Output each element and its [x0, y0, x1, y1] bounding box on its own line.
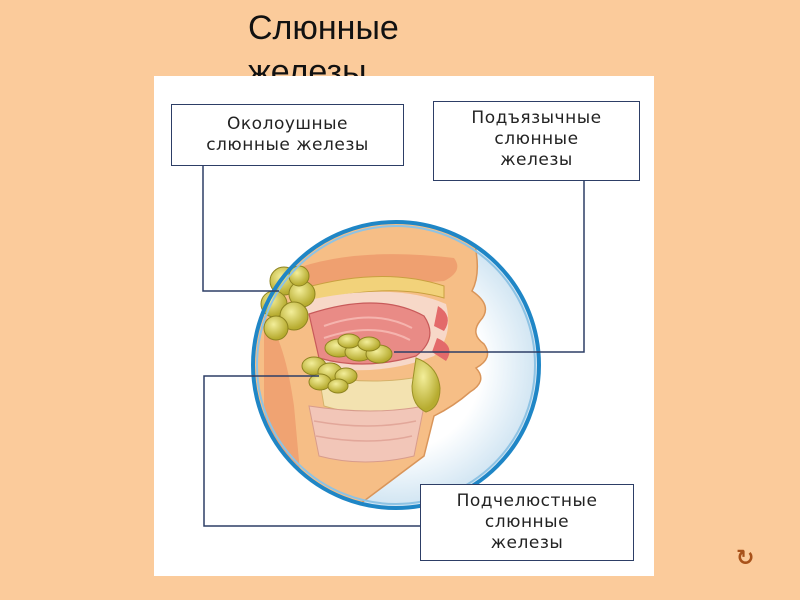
salivary-glands-illustration: [202, 166, 585, 527]
parotid-leader-line: [202, 166, 279, 292]
slide-title: Слюнные железы: [248, 9, 399, 91]
sublingual-label: Подъязычные слюнные железы: [433, 101, 640, 181]
parotid-label: Околоушные слюнные железы: [171, 104, 404, 166]
lens-inner-ring: [256, 225, 536, 505]
sublingual-leader-line: [394, 181, 585, 353]
diagram-panel: Околоушные слюнные железы Подъязычные сл…: [154, 76, 654, 576]
head-cross-section: [253, 222, 489, 508]
return-arrow-icon[interactable]: ↻: [736, 546, 755, 571]
submandibular-gland: [301, 356, 358, 394]
submandibular-leader-line: [203, 375, 420, 527]
lens-border: [251, 220, 541, 510]
submandibular-label: Подчелюстные слюнные железы: [420, 484, 634, 561]
sublingual-gland: [324, 333, 393, 364]
parotid-gland: [260, 265, 316, 341]
